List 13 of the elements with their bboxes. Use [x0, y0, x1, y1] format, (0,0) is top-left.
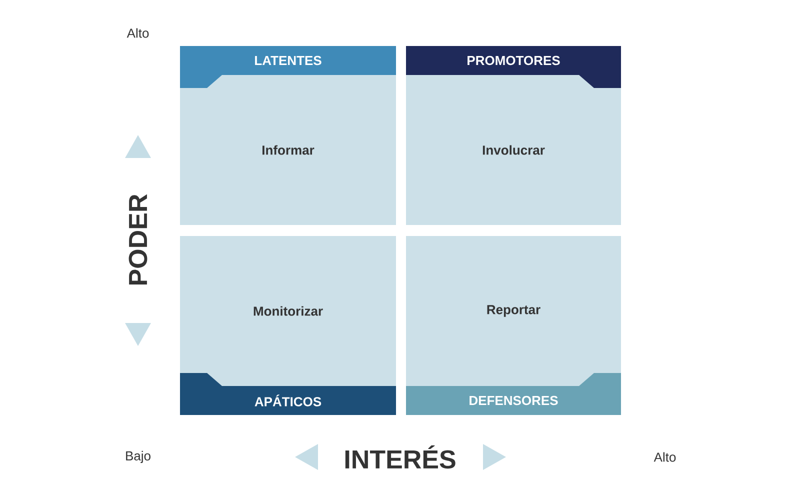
header-band: PROMOTORES	[406, 46, 621, 88]
action-label: Monitorizar	[254, 306, 323, 316]
axis-level-label: Alto	[126, 28, 149, 38]
action-label: Involucrar	[482, 145, 545, 155]
header-band: LATENTES	[180, 46, 396, 88]
header-band: DEFENSORES	[406, 373, 621, 415]
axis-level-label: Alto	[654, 452, 676, 462]
action-label: Informar	[262, 145, 314, 155]
header-band: APÁTICOS	[180, 373, 396, 415]
axis-level-label: Bajo	[126, 450, 150, 464]
action-label: Reportar	[487, 305, 540, 317]
axis-title: INTERÉS	[345, 445, 456, 469]
axis-title: PODER	[128, 194, 148, 284]
